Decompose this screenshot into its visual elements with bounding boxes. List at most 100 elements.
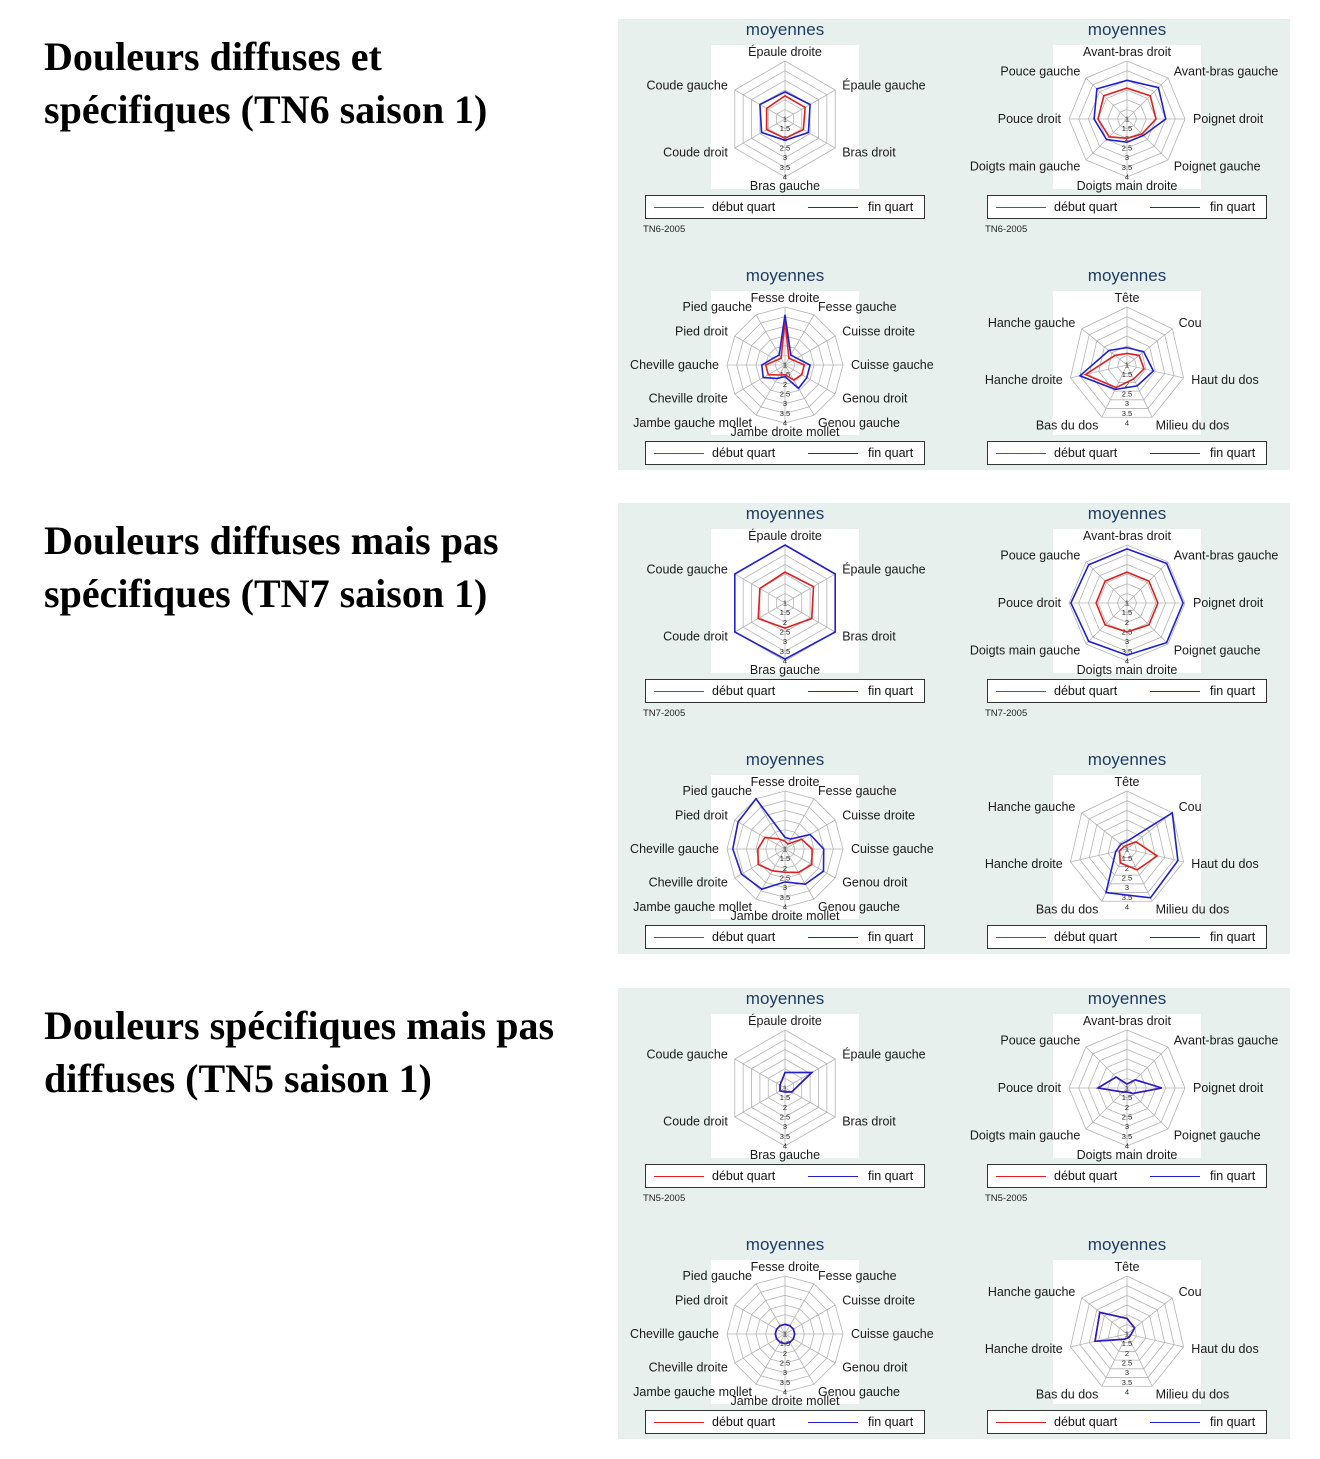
tick-label: 1.5 [1122, 370, 1132, 379]
axis-label: Épaule gauche [842, 78, 925, 93]
axis-spoke [784, 1333, 836, 1364]
grid-ring [1088, 325, 1166, 401]
axis-spoke [784, 573, 836, 604]
tick-label: 3.5 [1122, 409, 1132, 418]
series-line [1093, 79, 1167, 144]
axis-label: Pouce gauche [1000, 549, 1080, 563]
legend-label: début quart [1054, 930, 1118, 944]
tick-label: 3 [783, 1122, 787, 1131]
tick-label: 3 [1125, 153, 1129, 162]
tick-label: 1 [783, 115, 787, 124]
tick-label: 2 [1125, 1349, 1129, 1358]
legend-swatch [1150, 207, 1200, 208]
legend-label: fin quart [868, 930, 914, 944]
tick-label: 3.5 [1122, 163, 1132, 172]
tick-label: 2.5 [1122, 1359, 1132, 1368]
chart-title: moyennes [1087, 750, 1167, 769]
tick-label: 2 [783, 1349, 787, 1358]
legend-swatch [808, 453, 858, 454]
tick-label: 1.5 [1122, 854, 1132, 863]
legend-swatch [996, 207, 1046, 208]
axis-label: Bas du dos [1036, 418, 1099, 432]
tick-label: 4 [783, 1388, 787, 1397]
axis-spoke [734, 1058, 786, 1089]
axis-label: Cheville gauche [630, 358, 719, 372]
axis-label: Haut du dos [1191, 1342, 1258, 1356]
tick-label: 1 [1125, 1084, 1129, 1093]
axis-spoke [784, 118, 836, 149]
axis-spoke [734, 819, 786, 850]
axis-label: Doigts main gauche [970, 643, 1081, 657]
axis-label: Tête [1114, 1260, 1139, 1274]
axis-label: Pied droit [675, 809, 728, 823]
tick-label: 3 [1125, 883, 1129, 892]
axis-spoke [784, 1304, 836, 1335]
grid-ring [1098, 819, 1156, 876]
tick-label: 4 [1125, 173, 1129, 182]
grid-ring [1117, 838, 1137, 859]
legend-swatch [996, 937, 1046, 938]
axis-label: Genou gauche [818, 1385, 900, 1399]
axis-spoke [1126, 1333, 1153, 1387]
tick-label: 2.5 [780, 628, 790, 637]
chart-title: moyennes [745, 750, 825, 769]
axis-label: Fesse droite [751, 775, 820, 789]
legend-label: fin quart [868, 200, 914, 214]
grid-ring [1088, 809, 1166, 885]
tick-label: 4 [783, 657, 787, 666]
axis-label: Épaule droite [748, 1013, 822, 1028]
axis-label: Cuisse gauche [851, 358, 934, 372]
series-line [774, 1323, 796, 1345]
series-line [779, 1071, 814, 1093]
legend-label: fin quart [1210, 1415, 1256, 1429]
tick-label: 4 [1125, 657, 1129, 666]
tick-label: 1.5 [780, 608, 790, 617]
axis-label: Pouce gauche [1000, 1034, 1080, 1048]
legend-swatch [1150, 691, 1200, 692]
axis-spoke [1085, 1087, 1128, 1130]
axis-label: Genou droit [842, 392, 908, 406]
tick-label: 2 [1125, 618, 1129, 627]
axis-label: Pied droit [675, 325, 728, 339]
chart-note: TN7-2005 [643, 708, 686, 719]
axis-spoke [1101, 364, 1128, 418]
axis-spoke [1081, 1297, 1128, 1335]
grid-ring [1088, 1294, 1166, 1370]
axis-label: Genou droit [842, 1361, 908, 1375]
axis-spoke [1126, 1046, 1169, 1089]
tick-label: 1.5 [1122, 1093, 1132, 1102]
tick-label: 3.5 [1122, 1378, 1132, 1387]
tick-label: 1 [1125, 115, 1129, 124]
axis-label: Haut du dos [1191, 373, 1258, 387]
axis-spoke [1085, 561, 1128, 604]
tick-label: 2 [783, 864, 787, 873]
axis-label: Coude droit [663, 1115, 728, 1129]
chart-title: moyennes [745, 1235, 825, 1254]
legend-swatch [996, 691, 1046, 692]
tick-label: 3 [1125, 637, 1129, 646]
tick-label: 2 [783, 618, 787, 627]
tick-label: 1 [1125, 845, 1129, 854]
legend-swatch [808, 691, 858, 692]
axis-spoke [1085, 77, 1128, 120]
grid-ring [1079, 1285, 1175, 1378]
tick-label: 2.5 [1122, 390, 1132, 399]
tick-label: 3 [783, 153, 787, 162]
axis-label: Pied gauche [682, 300, 752, 314]
legend-label: début quart [712, 200, 776, 214]
tick-label: 1 [1125, 599, 1129, 608]
axis-spoke [784, 314, 815, 366]
